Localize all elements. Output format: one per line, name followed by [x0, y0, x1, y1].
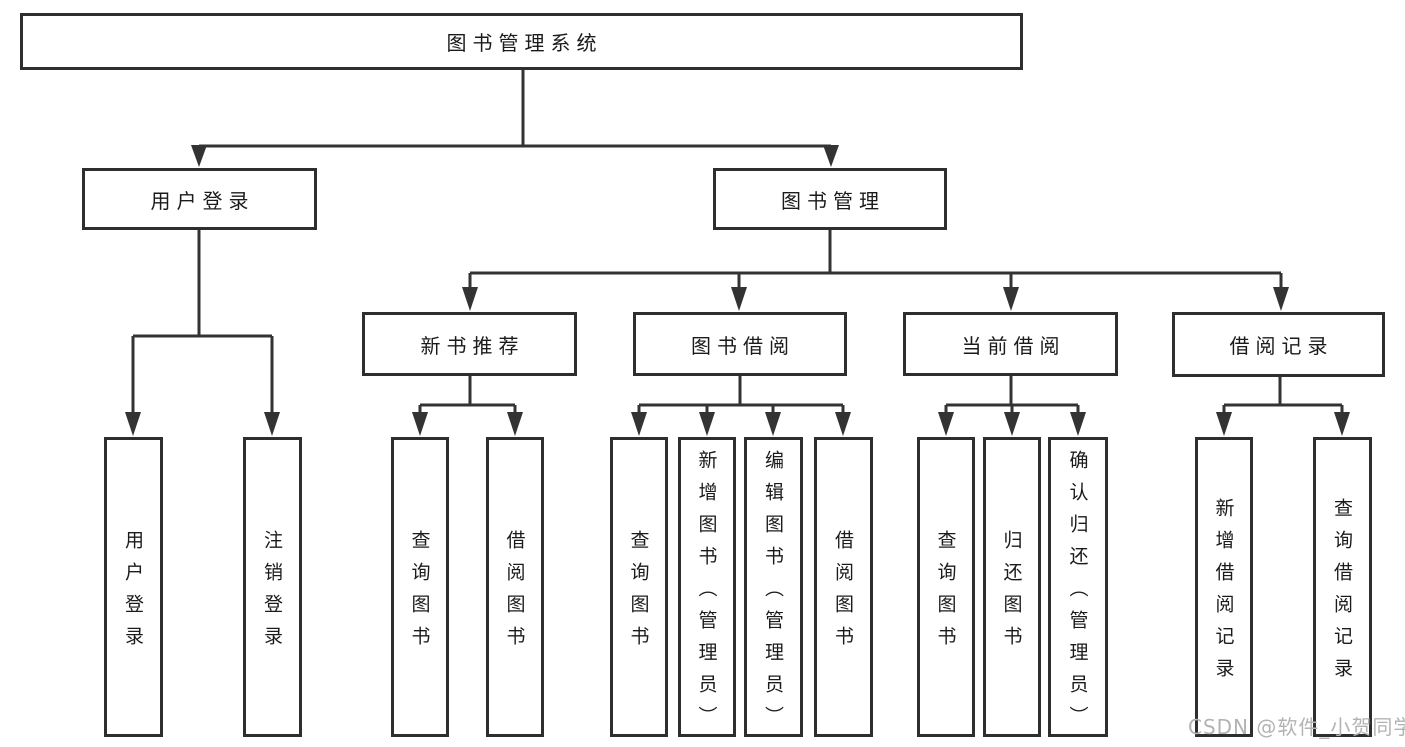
- node-label: 图书管理系统: [446, 31, 603, 55]
- node-label: 图书管理: [781, 188, 885, 213]
- node-book-management: 图书管理: [713, 168, 947, 230]
- node-label: 归还图书: [1000, 529, 1023, 658]
- node-book-borrowing: 图书借阅: [633, 312, 847, 376]
- node-borrow-books-recommend: 借阅图书: [486, 437, 544, 737]
- node-current-borrowing: 当前借阅: [903, 312, 1118, 376]
- node-label: 查询借阅记录: [1331, 497, 1353, 690]
- node-library-management-system: 图书管理系统: [20, 13, 1023, 70]
- node-logout-login: 注销登录: [243, 437, 302, 737]
- node-label: 新增图书（管理员）: [695, 449, 718, 738]
- node-label: 新书推荐: [420, 333, 525, 358]
- node-return-books: 归还图书: [983, 437, 1041, 737]
- node-label: 借阅图书: [503, 529, 526, 658]
- node-confirm-return-admin: 确认归还（管理员）: [1048, 437, 1108, 738]
- node-label: 注销登录: [261, 529, 283, 658]
- node-label: 图书借阅: [691, 333, 795, 358]
- node-label: 借阅图书: [832, 529, 854, 658]
- node-borrow-books-borrowing: 借阅图书: [814, 437, 873, 737]
- node-add-books-admin: 新增图书（管理员）: [678, 437, 736, 738]
- node-query-books-current: 查询图书: [917, 437, 975, 737]
- node-query-books-borrowing: 查询图书: [610, 437, 668, 737]
- node-borrowing-records: 借阅记录: [1172, 312, 1385, 377]
- node-edit-books-admin: 编辑图书（管理员）: [744, 437, 803, 738]
- node-add-borrow-record: 新增借阅记录: [1195, 437, 1253, 737]
- node-label: 编辑图书（管理员）: [762, 449, 784, 738]
- node-label: 用户登录: [122, 529, 144, 658]
- node-user-login: 用户登录: [82, 168, 317, 230]
- node-label: 当前借阅: [961, 333, 1066, 358]
- arrowheads: [125, 145, 1350, 436]
- node-label: 新增借阅记录: [1212, 497, 1235, 690]
- node-label: 查询图书: [627, 529, 650, 658]
- node-user-login-leaf: 用户登录: [104, 437, 163, 737]
- node-label: 确认归还（管理员）: [1066, 449, 1089, 738]
- node-label: 查询图书: [408, 529, 431, 658]
- watermark: CSDN @软件_小贺同学: [1188, 715, 1405, 739]
- node-query-books-recommend: 查询图书: [391, 437, 449, 737]
- node-label: 用户登录: [150, 188, 255, 213]
- node-new-book-recommendation: 新书推荐: [362, 312, 577, 376]
- node-label: 借阅记录: [1229, 334, 1334, 358]
- node-query-borrow-record: 查询借阅记录: [1313, 437, 1372, 737]
- node-label: 查询图书: [934, 529, 957, 658]
